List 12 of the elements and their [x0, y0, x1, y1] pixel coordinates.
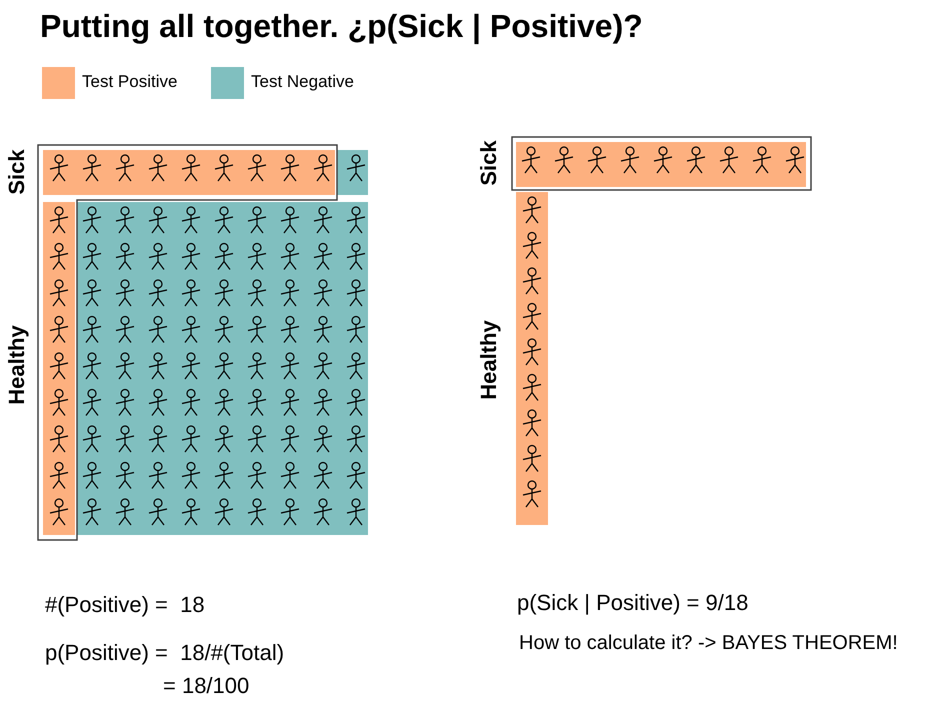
legend-label: Test Positive	[82, 72, 178, 92]
row-label: Sick	[4, 149, 30, 195]
title: Putting all together. ¿p(Sick | Positive)?	[40, 8, 643, 45]
row-label: Sick	[476, 140, 502, 186]
row-label: Healthy	[4, 325, 30, 405]
formula-text: #(Positive) = 18	[45, 592, 205, 618]
formula-text: p(Positive) = 18/#(Total)	[45, 640, 284, 666]
row-label: Healthy	[476, 320, 502, 400]
formula-text: p(Sick | Positive) = 9/18	[517, 590, 748, 616]
conclusion-text: How to calculate it? -> BAYES THEOREM!	[519, 632, 898, 655]
formula-text: = 18/100	[163, 673, 250, 698]
legend-label: Test Negative	[251, 72, 354, 92]
